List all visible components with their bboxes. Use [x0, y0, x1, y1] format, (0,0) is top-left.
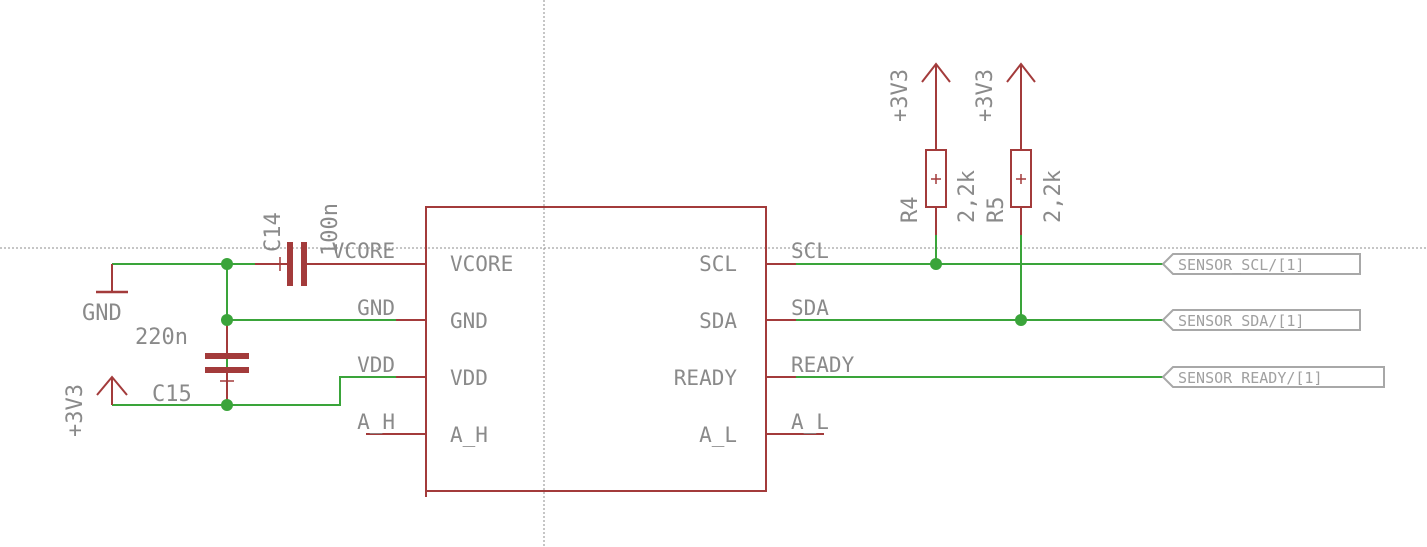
ic-pin-vcore: VCORE — [450, 252, 513, 276]
junctions — [221, 258, 1027, 411]
r4-name: R4 — [898, 197, 923, 224]
parts — [96, 62, 1036, 497]
c15-value: 220n — [135, 325, 188, 350]
junction — [1015, 314, 1027, 326]
ic-body[interactable] — [425, 206, 767, 492]
net-label-scl-frame[interactable] — [1161, 253, 1361, 275]
ic-pin-gnd: GND — [450, 309, 488, 333]
supply-r4-label: +3V3 — [888, 69, 913, 122]
junction — [930, 258, 942, 270]
c14-value: 100n — [318, 203, 343, 256]
net-label-flags — [1161, 253, 1385, 388]
junction — [221, 258, 233, 270]
net-label-sda: SENSOR_SDA/[1] — [1178, 312, 1304, 330]
junction — [221, 314, 233, 326]
net-label-scl: SENSOR_SCL/[1] — [1178, 256, 1304, 274]
net-name-sda: SDA — [791, 296, 829, 320]
junction — [221, 399, 233, 411]
net-name-vdd: VDD — [357, 353, 395, 377]
r5-name: R5 — [984, 197, 1009, 224]
ic-pin-vdd: VDD — [450, 366, 488, 390]
supply-r5-label: +3V3 — [973, 69, 998, 122]
net-name-a-h: A_H — [357, 410, 395, 434]
r5-value: 2,2k — [1041, 170, 1066, 223]
net-name-scl: SCL — [791, 239, 829, 263]
ic-pin-a-h: A_H — [450, 423, 488, 447]
r4-value: 2,2k — [955, 170, 980, 223]
net-name-ready: READY — [791, 353, 855, 377]
ic-pin-a-l: A_L — [699, 423, 737, 447]
net-label-sda-frame[interactable] — [1161, 309, 1361, 331]
net-label-ready-frame[interactable] — [1161, 366, 1385, 388]
net-label-ready: SENSOR_READY/[1] — [1178, 369, 1323, 387]
ic-pin-scl: SCL — [699, 252, 737, 276]
net-name-vcore: VCORE — [332, 239, 395, 263]
net-name-gnd: GND — [357, 296, 395, 320]
supply-left-label: +3V3 — [63, 384, 88, 437]
net-name-a-l: A_L — [791, 410, 829, 434]
nets — [112, 235, 1163, 406]
c15-name: C15 — [152, 382, 192, 407]
ic-pin-sda: SDA — [699, 309, 737, 333]
gnd-label: GND — [82, 301, 122, 326]
ic-pin-ready: READY — [674, 366, 738, 390]
c14-name: C14 — [261, 212, 286, 252]
